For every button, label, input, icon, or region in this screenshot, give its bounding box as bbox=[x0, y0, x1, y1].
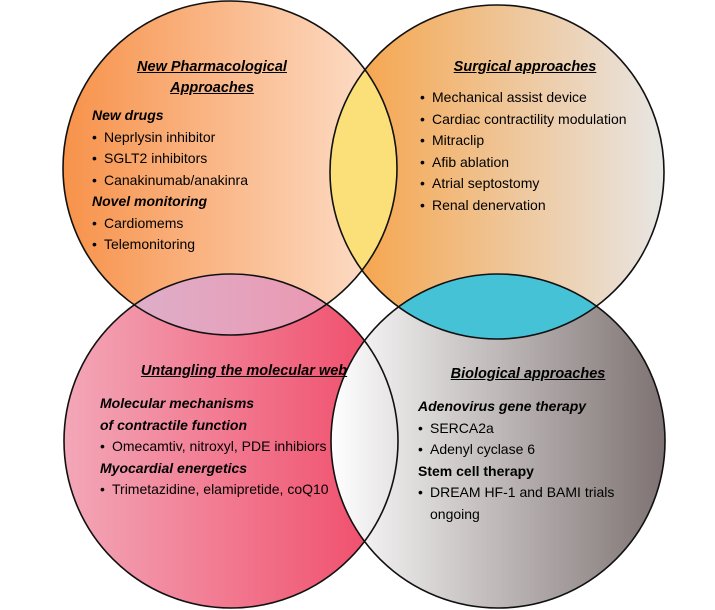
group-heading-line2: of contractile function bbox=[100, 416, 247, 433]
group-heading-line1: Molecular mechanisms bbox=[100, 395, 255, 411]
list-item: Omecamtiv, nitroxyl, PDE inhibiors bbox=[100, 436, 380, 458]
group-list: Cardiomems Telemonitoring bbox=[92, 213, 332, 256]
pharmacological-outline bbox=[62, 0, 398, 336]
group-heading: Novel monitoring bbox=[92, 193, 208, 209]
list-item: Cardiac contractility modulation bbox=[420, 109, 630, 131]
molecular-section: Untangling the molecular web Molecular m… bbox=[100, 361, 380, 501]
group-list: DREAM HF-1 and BAMI trials ongoing bbox=[418, 482, 638, 525]
list-item: SERCA2a bbox=[418, 418, 638, 440]
group-novel-monitoring: Novel monitoring Cardiomems Telemonitori… bbox=[92, 191, 332, 256]
surgical-section: Surgical approaches Mechanical assist de… bbox=[420, 57, 630, 216]
group-molecular-mechanisms: Molecular mechanisms of contractile func… bbox=[100, 393, 380, 458]
group-list: SERCA2a Adenyl cyclase 6 bbox=[418, 418, 638, 461]
group-new-drugs: New drugs Neprlysin inhibitor SGLT2 inhi… bbox=[92, 105, 332, 191]
list-item: Cardiomems bbox=[92, 213, 332, 235]
molecular-title: Untangling the molecular web bbox=[140, 363, 348, 379]
group-heading: New drugs bbox=[92, 107, 164, 123]
group-stem-cell: Stem cell therapy DREAM HF-1 and BAMI tr… bbox=[418, 461, 638, 526]
list-item: Mitraclip bbox=[420, 130, 630, 152]
list-item: SGLT2 inhibitors bbox=[92, 148, 332, 170]
group-myocardial-energetics: Myocardial energetics Trimetazidine, ela… bbox=[100, 458, 380, 501]
list-item: Neprlysin inhibitor bbox=[92, 127, 332, 149]
list-item: Mechanical assist device bbox=[420, 87, 630, 109]
group-list: Trimetazidine, elamipretide, coQ10 bbox=[100, 479, 380, 501]
list-item: Afib ablation bbox=[420, 152, 630, 174]
surgical-title: Surgical approaches bbox=[453, 59, 597, 75]
group-heading: Adenovirus gene therapy bbox=[418, 398, 587, 414]
list-item: Canakinumab/anakinra bbox=[92, 170, 332, 192]
biological-title: Biological approaches bbox=[450, 366, 606, 382]
group-list: Omecamtiv, nitroxyl, PDE inhibiors bbox=[100, 436, 380, 458]
list-item: Adenyl cyclase 6 bbox=[418, 439, 638, 461]
group-heading: Stem cell therapy bbox=[418, 462, 534, 479]
pharmacological-title-line1: New Pharmacological bbox=[137, 59, 287, 75]
surgical-list: Mechanical assist device Cardiac contrac… bbox=[420, 87, 630, 216]
group-list: Neprlysin inhibitor SGLT2 inhibitors Can… bbox=[92, 127, 332, 192]
list-item: Atrial septostomy bbox=[420, 173, 630, 195]
biological-section: Biological approaches Adenovirus gene th… bbox=[418, 364, 638, 525]
pharmacological-section: New Pharmacological Approaches New drugs… bbox=[92, 57, 332, 256]
molecular-outline bbox=[63, 273, 399, 609]
pharmacological-title: New Pharmacological Approaches bbox=[92, 57, 332, 99]
group-adenovirus: Adenovirus gene therapy SERCA2a Adenyl c… bbox=[418, 396, 638, 461]
list-item: Trimetazidine, elamipretide, coQ10 bbox=[100, 479, 380, 501]
list-item: Telemonitoring bbox=[92, 234, 332, 256]
list-item: DREAM HF-1 and BAMI trials ongoing bbox=[418, 482, 638, 525]
group-heading: Myocardial energetics bbox=[100, 459, 248, 476]
pharmacological-title-line2: Approaches bbox=[170, 80, 254, 96]
list-item: Renal denervation bbox=[420, 195, 630, 217]
